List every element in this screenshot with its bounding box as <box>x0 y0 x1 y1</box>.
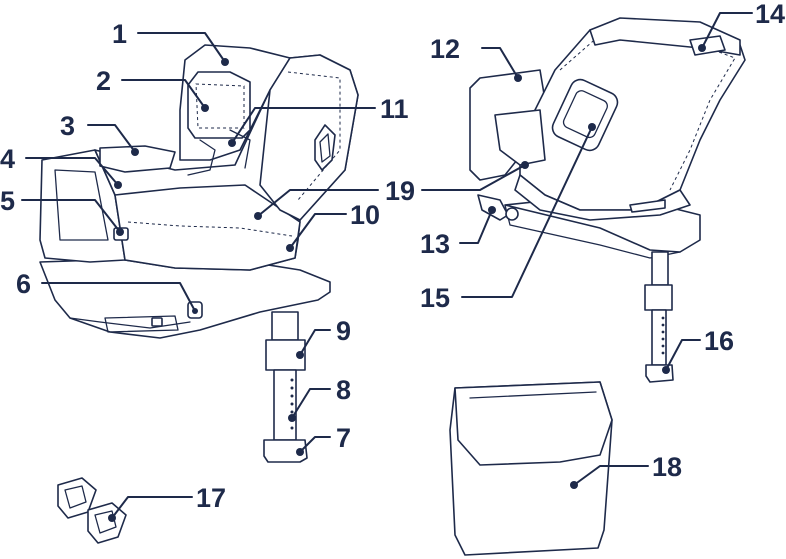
callout-7: 7 <box>336 423 351 453</box>
callout-1: 1 <box>112 19 127 49</box>
callout-8: 8 <box>336 375 351 405</box>
callout-14: 14 <box>755 0 785 29</box>
callout-2: 2 <box>96 66 111 96</box>
support-leg <box>272 312 298 340</box>
storage-bag <box>450 382 612 555</box>
callout-19: 19 <box>385 176 415 206</box>
callout-10: 10 <box>350 200 380 230</box>
isofix-guides <box>58 478 126 543</box>
callout-12: 12 <box>430 34 460 64</box>
callout-4: 4 <box>0 144 15 174</box>
callout-11: 11 <box>380 94 409 124</box>
callout-17: 17 <box>196 483 226 513</box>
callout-18: 18 <box>652 452 682 482</box>
callout-15: 15 <box>420 283 450 313</box>
callout-16: 16 <box>704 326 734 356</box>
callout-9: 9 <box>336 316 351 346</box>
callout-5: 5 <box>0 186 15 216</box>
callout-13: 13 <box>420 229 450 259</box>
callout-6: 6 <box>16 269 31 299</box>
callout-3: 3 <box>60 111 75 141</box>
